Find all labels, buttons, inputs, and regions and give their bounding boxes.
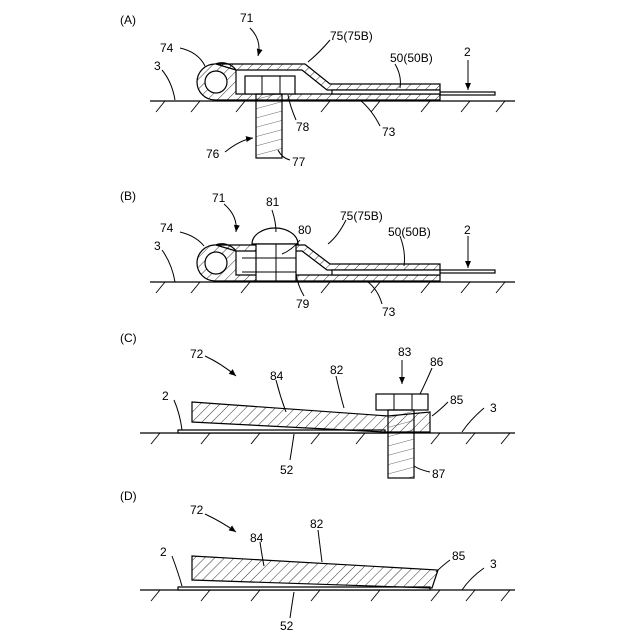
figure-d-label: (D) xyxy=(120,489,137,503)
label-83: 83 xyxy=(398,345,412,359)
label-74: 74 xyxy=(160,41,174,55)
figure-c-label: (C) xyxy=(120,331,137,345)
label-84: 84 xyxy=(250,531,264,545)
label-2: 2 xyxy=(162,389,169,403)
label-71: 71 xyxy=(212,191,226,205)
ground-hatch xyxy=(151,433,510,444)
ground-hatch xyxy=(156,282,505,293)
label-73: 73 xyxy=(382,305,396,319)
label-75-75b: 75(75B) xyxy=(340,209,383,223)
label-79: 79 xyxy=(296,297,310,311)
bolt-head-86 xyxy=(376,394,428,410)
figure-c: (C) 72 83 86 xyxy=(120,331,515,481)
wedge-84 xyxy=(192,556,438,588)
label-76: 76 xyxy=(206,147,220,161)
label-2: 2 xyxy=(464,45,471,59)
label-78: 78 xyxy=(296,120,310,134)
label-71: 71 xyxy=(240,11,254,25)
label-3: 3 xyxy=(490,401,497,415)
sheet-52 xyxy=(178,587,430,590)
label-86: 86 xyxy=(430,355,444,369)
label-82: 82 xyxy=(330,363,344,377)
sheet-2 xyxy=(440,92,495,95)
bolt-shank-87 xyxy=(388,410,414,478)
label-74: 74 xyxy=(160,221,174,235)
label-85: 85 xyxy=(450,393,464,407)
label-84: 84 xyxy=(270,369,284,383)
ground-hatch xyxy=(151,590,510,601)
label-52: 52 xyxy=(280,619,294,633)
label-2: 2 xyxy=(160,545,167,559)
figure-a-label: (A) xyxy=(120,13,136,27)
figure-b: (B) 71 8 xyxy=(120,189,515,319)
curl-inner xyxy=(205,252,227,274)
label-73: 73 xyxy=(382,125,396,139)
label-3: 3 xyxy=(154,239,161,253)
label-50-50b: 50(50B) xyxy=(388,225,431,239)
label-50-50b: 50(50B) xyxy=(390,51,433,65)
ground-hatch xyxy=(156,101,505,112)
label-3: 3 xyxy=(490,557,497,571)
figure-a: (A) xyxy=(120,11,515,169)
label-72: 72 xyxy=(190,503,204,517)
label-2: 2 xyxy=(464,223,471,237)
label-85: 85 xyxy=(452,549,466,563)
label-81: 81 xyxy=(266,195,280,209)
label-75-75b: 75(75B) xyxy=(330,29,373,43)
label-82: 82 xyxy=(310,517,324,531)
figure-d: (D) 72 82 84 2 85 3 52 xyxy=(120,489,515,633)
label-3: 3 xyxy=(154,59,161,73)
label-77: 77 xyxy=(292,155,306,169)
bolt-head-78 xyxy=(245,76,295,94)
label-52: 52 xyxy=(280,463,294,477)
rivet-head-81 xyxy=(252,228,298,244)
label-87: 87 xyxy=(432,467,446,481)
sheet-50 xyxy=(332,90,440,94)
curl-inner xyxy=(205,71,227,93)
figure-b-label: (B) xyxy=(120,189,136,203)
label-72: 72 xyxy=(190,347,204,361)
bolt-shank-77 xyxy=(256,94,282,158)
sheet-50 xyxy=(332,270,440,275)
label-80: 80 xyxy=(298,223,312,237)
sheet-2 xyxy=(440,270,495,273)
